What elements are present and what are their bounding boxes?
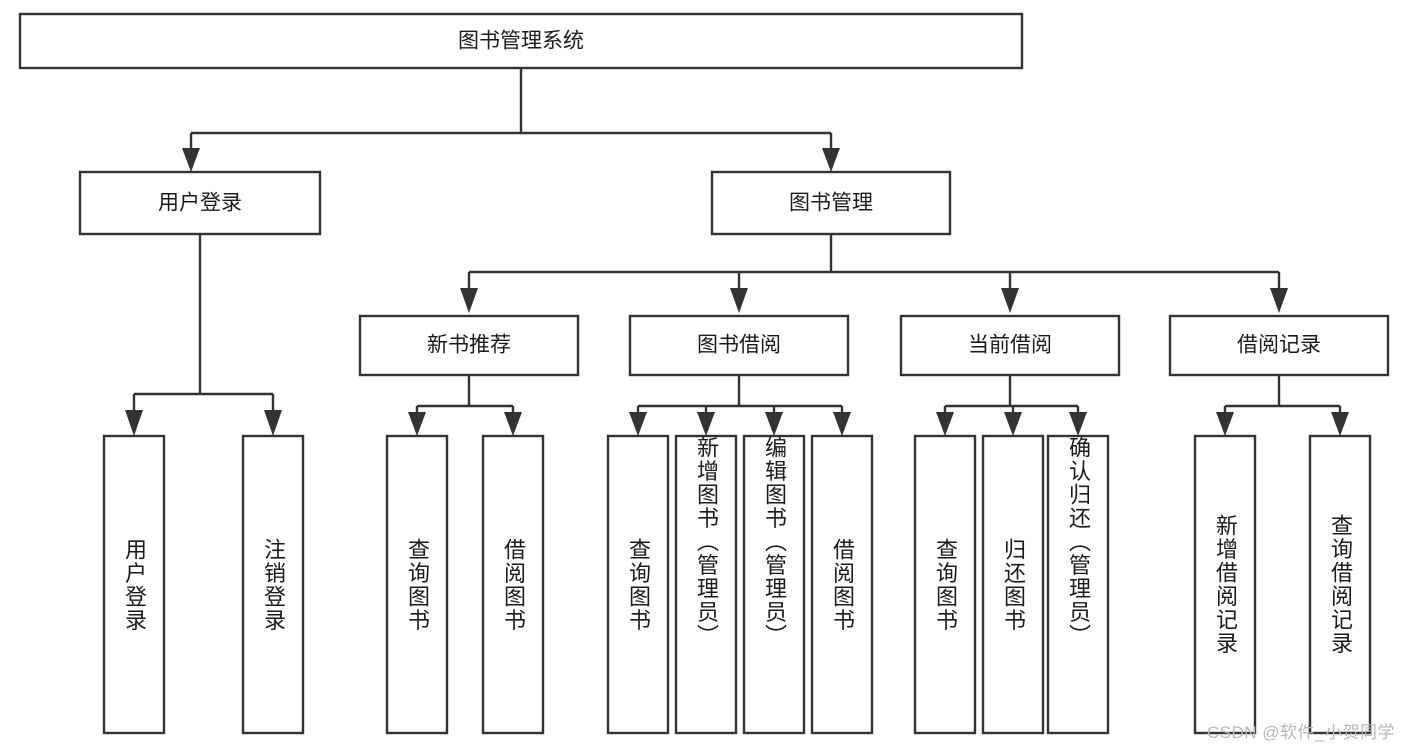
leaf-borrow-book-1-box[interactable] — [481, 434, 545, 735]
arrow-head-current-borrow — [1001, 288, 1019, 313]
connectors-book-borrow-to-leaves — [629, 375, 851, 436]
node-borrow-record-label: 借阅记录 — [1237, 334, 1321, 357]
arrow-head-book-management — [822, 148, 840, 172]
node-new-book-recommend-box[interactable] — [358, 314, 580, 377]
node-user-login-label: 用户登录 — [158, 192, 242, 215]
node-user-login-group[interactable]: 用户登录 — [78, 170, 322, 236]
connectors-root-to-level2 — [182, 68, 840, 172]
arrow-head-leaf-borrow-book-2 — [833, 412, 851, 436]
node-book-management-group[interactable]: 图书管理 — [710, 170, 952, 236]
node-current-borrow-box[interactable] — [899, 314, 1121, 377]
node-book-borrow-label: 图书借阅 — [697, 334, 781, 357]
node-current-borrow-group[interactable]: 当前借阅 — [899, 314, 1121, 377]
node-borrow-record-group[interactable]: 借阅记录 — [1168, 314, 1390, 377]
leaf-add-borrow-record-box[interactable] — [1193, 434, 1257, 735]
watermark-text: CSDN @软件_小贺同学 — [1206, 723, 1395, 742]
arrow-head-book-borrow — [730, 288, 748, 313]
leaf-query-borrow-record-box[interactable] — [1308, 434, 1372, 735]
connectors-new-book-recommend-to-leaves — [408, 375, 522, 436]
connectors-user-login-to-leaves — [125, 234, 282, 436]
leaf-confirm-return-admin-box[interactable] — [1046, 434, 1110, 735]
arrow-head-new-book-recommend — [460, 288, 478, 313]
node-user-login-box[interactable] — [78, 170, 322, 236]
leaf-edit-book-admin-box[interactable] — [742, 434, 806, 735]
leaf-add-book-admin-box[interactable] — [674, 434, 738, 735]
node-book-management-label: 图书管理 — [789, 192, 873, 215]
arrow-head-leaf-add-borrow-record — [1216, 412, 1234, 436]
arrow-head-leaf-add-book-admin — [697, 412, 715, 436]
root-node-group[interactable]: 图书管理系统 — [18, 12, 1024, 70]
leaf-boxes — [102, 434, 1372, 735]
leaf-user-login-box[interactable] — [102, 434, 166, 735]
connectors-book-management-to-level3 — [460, 234, 1288, 313]
node-book-borrow-group[interactable]: 图书借阅 — [628, 314, 850, 377]
leaf-query-book-2-box[interactable] — [606, 434, 670, 735]
leaf-borrow-book-2-box[interactable] — [810, 434, 874, 735]
node-new-book-recommend-label: 新书推荐 — [427, 334, 511, 357]
arrow-head-leaf-user-login — [125, 410, 143, 436]
root-node-box[interactable] — [18, 12, 1024, 70]
leaf-query-book-3-box[interactable] — [913, 434, 977, 735]
arrow-head-leaf-return-book — [1004, 412, 1022, 436]
arrow-head-leaf-query-book-3 — [936, 412, 954, 436]
arrow-head-borrow-record — [1270, 288, 1288, 313]
leaf-query-book-1-box[interactable] — [385, 434, 449, 735]
arrow-head-leaf-logout — [264, 410, 282, 436]
leaf-logout-box[interactable] — [241, 434, 305, 735]
arrow-head-leaf-query-book-2 — [629, 412, 647, 436]
arrow-head-leaf-edit-book-admin — [765, 412, 783, 436]
node-current-borrow-label: 当前借阅 — [968, 334, 1052, 357]
arrow-head-leaf-confirm-return-admin — [1069, 412, 1087, 436]
node-new-book-recommend-group[interactable]: 新书推荐 — [358, 314, 580, 377]
arrow-head-leaf-query-borrow-record — [1331, 412, 1349, 436]
arrow-head-user-login — [182, 148, 200, 172]
leaf-return-book-box[interactable] — [981, 434, 1045, 735]
arrow-head-leaf-borrow-book-1 — [504, 412, 522, 436]
connectors-current-borrow-to-leaves — [936, 375, 1087, 436]
arrow-head-leaf-query-book-1 — [408, 412, 426, 436]
connectors-borrow-record-to-leaves — [1216, 375, 1349, 436]
root-node-label: 图书管理系统 — [458, 30, 584, 53]
